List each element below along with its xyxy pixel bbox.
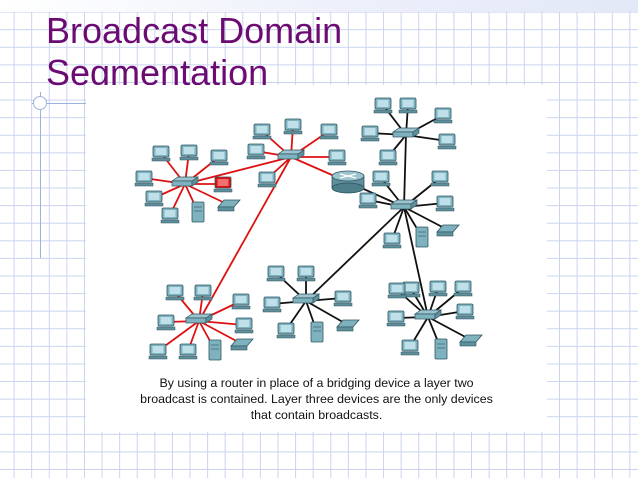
pc-icon — [148, 343, 168, 360]
pc-icon — [165, 284, 185, 301]
slide-title: Broadcast Domain Segmentation — [46, 10, 466, 92]
printer-icon — [230, 338, 254, 351]
pc-icon — [333, 290, 353, 307]
mid-right-lan-link — [403, 206, 449, 231]
top-accent-band — [0, 0, 638, 12]
printer-icon — [336, 319, 360, 332]
pc-icon — [378, 149, 398, 166]
pc-icon — [373, 97, 393, 114]
pc-icon — [437, 133, 457, 150]
caption-line-3: that contain broadcasts. — [250, 408, 383, 422]
router-icon — [331, 170, 365, 194]
caption-line-1: By using a router in place of a bridging… — [159, 376, 474, 390]
slide-title-line-1: Broadcast Domain — [46, 10, 343, 51]
pc-icon — [193, 284, 213, 301]
pc-icon — [160, 207, 180, 224]
pc-icon — [400, 339, 420, 356]
pc-icon — [262, 296, 282, 313]
broadcast-trunk-link — [184, 156, 292, 185]
pc-icon — [231, 293, 251, 310]
decor-vertical-rule — [40, 92, 41, 258]
switch-icon — [391, 127, 421, 138]
pc-icon — [386, 310, 406, 327]
backbone-link — [305, 206, 405, 302]
pc-icon — [151, 145, 171, 162]
pc-icon — [382, 232, 402, 249]
pc-icon — [276, 322, 296, 339]
server-icon — [415, 226, 429, 248]
pc-icon — [266, 265, 286, 282]
printer-icon — [436, 224, 460, 237]
pc-icon — [246, 143, 266, 160]
network-figure: By using a router in place of a bridging… — [86, 85, 547, 432]
decor-corner-circle — [33, 96, 47, 110]
backbone-link — [403, 206, 429, 318]
bottom-right-lan-link — [427, 316, 472, 341]
pc-icon — [178, 343, 198, 360]
pc-icon — [358, 192, 378, 209]
network-diagram — [134, 97, 483, 361]
pc-icon — [156, 314, 176, 331]
pc-icon — [360, 125, 380, 142]
pc-icon — [430, 170, 450, 187]
pc-icon — [134, 170, 154, 187]
figure-caption: By using a router in place of a bridging… — [86, 375, 547, 427]
bottom-mid-lan-link — [305, 300, 349, 326]
switch-icon — [413, 309, 443, 320]
pc-icon — [453, 280, 473, 297]
bottom-left-lan-link — [198, 320, 243, 345]
pc-icon — [283, 118, 303, 135]
left-lan-link — [184, 183, 230, 206]
pc-icon — [455, 303, 475, 320]
switch-icon — [276, 149, 306, 160]
switch-icon — [389, 199, 419, 210]
switch-icon — [184, 313, 214, 324]
server-icon — [208, 339, 222, 361]
pc-icon — [428, 280, 448, 297]
pc-icon — [296, 265, 316, 282]
pc-icon — [179, 144, 199, 161]
pc-icon — [371, 170, 391, 187]
server-icon — [191, 201, 205, 223]
pc-icon — [435, 195, 455, 212]
printer-icon — [217, 199, 241, 212]
switch-icon — [291, 293, 321, 304]
pc-icon — [144, 190, 164, 207]
decor-horizontal-rule — [32, 103, 92, 104]
pc-icon — [398, 97, 418, 114]
server-icon — [310, 321, 324, 343]
pc-icon — [234, 317, 254, 334]
pc-icon — [387, 282, 407, 299]
pc-icon — [252, 123, 272, 140]
backbone-link — [403, 134, 407, 208]
server-icon — [434, 338, 448, 360]
pc-icon — [327, 149, 347, 166]
devices-layer — [134, 97, 483, 361]
pc-icon — [433, 107, 453, 124]
pc-icon — [209, 149, 229, 166]
broadcast-source-pc-icon — [213, 176, 233, 193]
pc-icon — [319, 123, 339, 140]
caption-line-2: broadcast is contained. Layer three devi… — [140, 392, 493, 406]
printer-icon — [459, 334, 483, 347]
switch-icon — [170, 176, 200, 187]
pc-icon — [257, 171, 277, 188]
